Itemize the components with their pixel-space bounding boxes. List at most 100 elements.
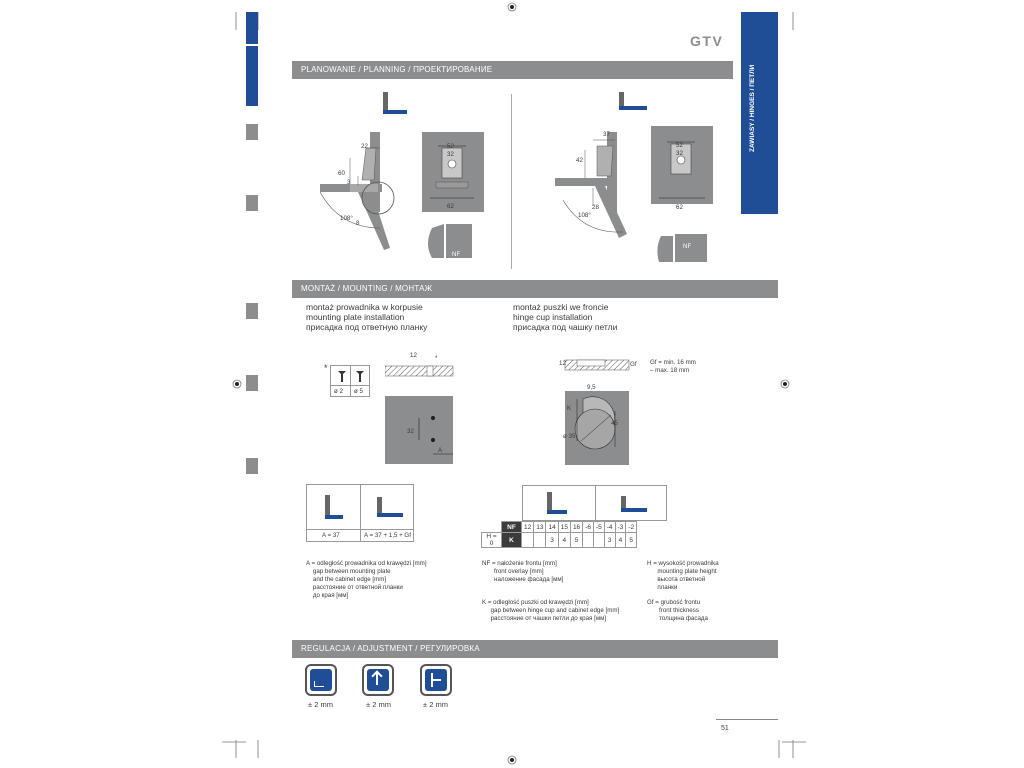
- adjust-label-2: ± 2 mm: [366, 700, 391, 709]
- cup-dim-k: K: [567, 405, 572, 412]
- legend-nf-line: NF = nałożenie frontu [mm]: [482, 560, 557, 567]
- plate-diagram: [385, 365, 454, 464]
- legend-h-line: mounting plate height: [647, 568, 717, 575]
- a-table-icon-2: [377, 497, 403, 517]
- dim-37: 37: [603, 131, 610, 138]
- k-cell: [582, 532, 594, 548]
- mounting-right-ru: присадка под чашку петли: [513, 322, 618, 332]
- adjust-side-icon: [305, 664, 337, 696]
- nf-cell: -3: [614, 521, 627, 533]
- a-value-1: A = 37: [322, 532, 340, 539]
- side-square-3: [246, 303, 258, 319]
- drawer-face-right: [651, 126, 713, 204]
- k-cell: 5: [625, 532, 638, 548]
- dim-32-left: 32: [447, 151, 454, 158]
- nf-cell: -5: [592, 521, 605, 533]
- legend-k-line: gap between hinge cup and cabinet edge […: [482, 607, 620, 614]
- legend-a-line: gap between mounting plate: [306, 568, 391, 575]
- nf-icon-1: [547, 492, 567, 514]
- k-cell: 5: [569, 532, 584, 548]
- screw-star: *: [324, 363, 328, 373]
- nf-cell: 13: [533, 521, 547, 533]
- legend-a-line: до края [мм]: [306, 592, 349, 599]
- nf-label: NF: [501, 521, 522, 533]
- legend-a-line: A = odległość prowadnika od krawędzi [mm…: [306, 560, 427, 567]
- planning-right-diagram: [555, 92, 713, 262]
- section-mounting: MONTAŻ / MOUNTING / МОНТАЖ: [292, 280, 778, 298]
- legend-nf-line: front overlay [mm]: [482, 568, 544, 575]
- plate-dim-32: 32: [407, 428, 414, 435]
- k-cell: 4: [614, 532, 627, 548]
- nf-cell: 16: [569, 521, 584, 533]
- gf-note-1: Gf = min. 16 mm: [650, 359, 696, 366]
- nf-table-header: [522, 485, 667, 521]
- plate-dim-a: A: [438, 447, 443, 454]
- planning-left-diagram: [319, 92, 484, 258]
- legend-gf-line: толщина фасада: [647, 615, 708, 622]
- side-square-1: [246, 124, 258, 140]
- cup-dim-12: 12: [559, 360, 566, 367]
- legend-nf-line: наложение фасада [мм]: [482, 576, 564, 583]
- side-square-2: [246, 195, 258, 211]
- nf-table: NF 12 13 14 15 16 -6 -5 -4 -3 -2 H = 0 K…: [481, 521, 638, 548]
- cup-dim-9-5: 9,5: [587, 384, 596, 391]
- screw-d1: ø 2: [334, 388, 343, 395]
- nf-cell: 14: [545, 521, 559, 533]
- dim-3: 3: [347, 179, 351, 186]
- legend-gf-line: front thickness: [647, 607, 699, 614]
- k-cell: [533, 532, 547, 548]
- plate-dim-star: *: [435, 355, 438, 362]
- legend-k-line: K = odległość puszki od krawędzi [mm]: [482, 599, 589, 606]
- section-planning: PLANOWANIE / PLANNING / ПРОЕКТИРОВАНИЕ: [292, 61, 733, 79]
- dim-22: 22: [361, 143, 368, 150]
- h-label: H = 0: [481, 532, 502, 548]
- dim-nf-right: NF: [683, 243, 692, 250]
- a-table-icon-1: [325, 495, 343, 519]
- screw-d2: ø 5: [354, 388, 363, 395]
- adjust-height-icon: [420, 664, 452, 696]
- nf-cell: -2: [625, 521, 638, 533]
- cup-diagram: [564, 359, 630, 465]
- side-square-5: [246, 458, 258, 474]
- k-cell: 3: [603, 532, 616, 548]
- side-square-4: [246, 375, 258, 391]
- plate-dim-12: 12: [410, 352, 417, 359]
- k-cell: 4: [557, 532, 571, 548]
- mounting-left-pl: montaż prowadnika w korpusie: [306, 302, 423, 312]
- side-tab-2: [246, 46, 258, 106]
- hinges-side-tab: ZAWIASY / HINGES / ПЕТЛИ: [741, 12, 778, 214]
- dim-angle-right: 108°: [578, 212, 591, 219]
- cup-dim-45: 45: [611, 420, 618, 427]
- mounting-right-en: hinge cup installation: [513, 312, 593, 322]
- brand-logo: GTV: [690, 33, 724, 49]
- nf-cell: -6: [582, 521, 594, 533]
- dim-52-right: 52: [676, 142, 683, 149]
- dim-52-left: 52: [447, 143, 454, 150]
- cup-dim-dia: ø 35: [563, 433, 576, 440]
- side-label: ZAWIASY / HINGES / ПЕТЛИ: [749, 64, 756, 152]
- screw-icon: [338, 371, 364, 382]
- dim-60: 60: [338, 170, 345, 177]
- k-cell: [520, 532, 535, 548]
- a-value-2: A = 37 + 1,5 + Gf: [364, 532, 411, 539]
- legend-gf-line: Gf = grubość frontu: [647, 599, 701, 606]
- legend-h-line: H = wysokość prowadnika: [647, 560, 719, 567]
- mounting-right-pl: montaż puszki we froncie: [513, 302, 609, 312]
- dim-42: 42: [576, 157, 583, 164]
- legend-h-line: планки: [647, 584, 678, 591]
- drawer-face-left: [422, 132, 484, 212]
- screw-box: ø 2 ø 5: [330, 365, 370, 397]
- legend-h-line: высота ответной: [647, 576, 706, 583]
- mounting-left-ru: присадка под ответную планку: [306, 322, 428, 332]
- adjust-label-1: ± 2 mm: [308, 700, 333, 709]
- k-label: K: [501, 532, 522, 548]
- mounting-left-en: mounting plate installation: [306, 312, 405, 322]
- planning-divider: [511, 94, 512, 269]
- adjust-depth-icon: [362, 664, 394, 696]
- legend-a-line: расстояние от ответной планки: [306, 584, 403, 591]
- nf-profile-right: [657, 234, 707, 262]
- nf-cell: 12: [520, 521, 535, 533]
- k-cell: 3: [545, 532, 559, 548]
- legend-k-line: расстояние от чашки петли до края [мм]: [482, 615, 607, 622]
